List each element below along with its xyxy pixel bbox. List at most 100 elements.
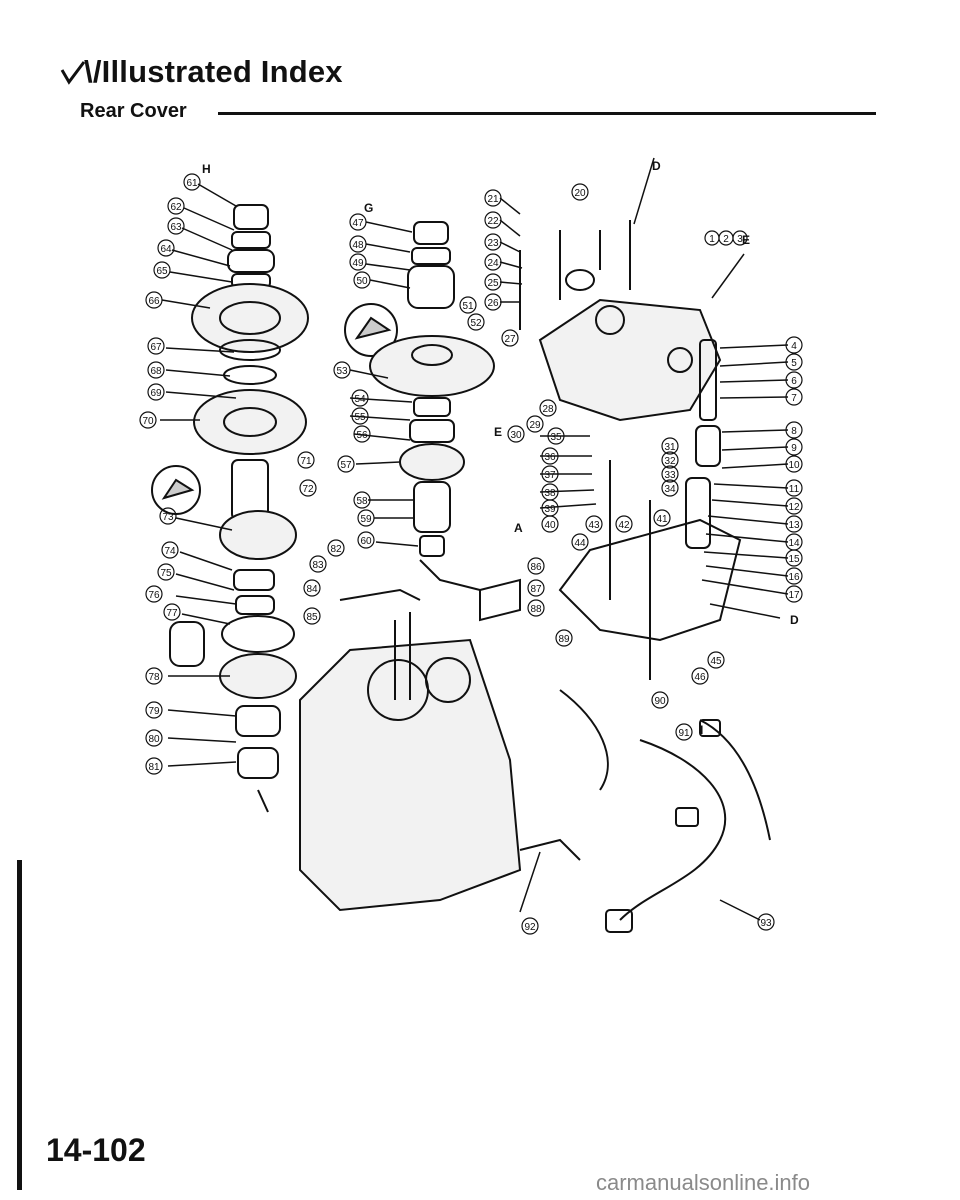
callout-75: 75 [157, 563, 175, 581]
svg-text:81: 81 [148, 762, 160, 773]
callout-49: 49 [349, 253, 367, 271]
callout-67: 67 [147, 337, 165, 355]
callout-9: 9 [785, 438, 803, 456]
svg-text:49: 49 [352, 258, 364, 269]
callout-58: 58 [353, 491, 371, 509]
view-letter-d-top: D [652, 159, 661, 173]
callout-85: 85 [303, 607, 321, 625]
callout-1: 1 [704, 230, 720, 246]
svg-text:21: 21 [487, 194, 499, 205]
callout-63: 63 [167, 217, 185, 235]
svg-text:80: 80 [148, 734, 160, 745]
callout-5: 5 [785, 353, 803, 371]
callout-77: 77 [163, 603, 181, 621]
callout-32: 32 [661, 451, 679, 469]
callout-29: 29 [526, 415, 544, 433]
svg-text:31: 31 [664, 442, 676, 453]
view-letter-a: A [514, 521, 523, 535]
left-parts-stack [191, 204, 309, 813]
callout-42: 42 [615, 515, 633, 533]
callout-10: 10 [785, 455, 803, 473]
diagram-drawing [151, 157, 789, 933]
svg-text:48: 48 [352, 240, 364, 251]
svg-text:15: 15 [788, 554, 800, 565]
callout-44: 44 [571, 533, 589, 551]
callout-64: 64 [157, 239, 175, 257]
callout-87: 87 [527, 579, 545, 597]
callout-82: 82 [327, 539, 345, 557]
callout-33: 33 [661, 465, 679, 483]
svg-text:50: 50 [356, 276, 368, 287]
callout-76: 76 [145, 585, 163, 603]
callout-70: 70 [139, 411, 157, 429]
svg-text:68: 68 [150, 366, 162, 377]
svg-text:39: 39 [544, 504, 556, 515]
margin-bar [17, 860, 22, 1190]
inset-symbols [151, 303, 398, 667]
callout-54: 54 [351, 389, 369, 407]
svg-text:43: 43 [588, 520, 600, 531]
callout-89: 89 [555, 629, 573, 647]
svg-text:70: 70 [142, 416, 154, 427]
callout-26: 26 [484, 293, 502, 311]
callout-52: 52 [467, 313, 485, 331]
view-letter-d-bottom: D [790, 613, 799, 627]
svg-text:28: 28 [542, 404, 554, 415]
callout-83: 83 [309, 555, 327, 573]
svg-text:26: 26 [487, 298, 499, 309]
svg-text:24: 24 [487, 258, 499, 269]
callout-74: 74 [161, 541, 179, 559]
watermark: carmanualsonline.info [596, 1170, 811, 1195]
callout-79: 79 [145, 701, 163, 719]
svg-text:29: 29 [529, 420, 541, 431]
callout-81: 81 [145, 757, 163, 775]
svg-text:32: 32 [664, 456, 676, 467]
wiring-harness [479, 578, 771, 933]
callout-27: 27 [501, 329, 519, 347]
svg-text:79: 79 [148, 706, 160, 717]
leader-lines [160, 157, 789, 921]
view-letter-e-mid: E [494, 425, 502, 439]
svg-text:11: 11 [789, 484, 800, 495]
svg-text:16: 16 [788, 572, 800, 583]
svg-text:1: 1 [709, 234, 715, 245]
svg-text:59: 59 [360, 514, 372, 525]
svg-text:62: 62 [170, 202, 182, 213]
callout-37: 37 [541, 465, 559, 483]
svg-text:42: 42 [618, 520, 630, 531]
svg-text:87: 87 [530, 584, 542, 595]
svg-text:41: 41 [656, 514, 668, 525]
callout-22: 22 [484, 211, 502, 229]
svg-text:72: 72 [302, 484, 314, 495]
callout-62: 62 [167, 197, 185, 215]
middle-parts-stack [369, 221, 495, 557]
callout-48: 48 [349, 235, 367, 253]
svg-text:37: 37 [544, 470, 556, 481]
callout-61: 61 [183, 173, 201, 191]
view-letters: H G D E E A D I [202, 159, 799, 737]
svg-text:56: 56 [356, 430, 368, 441]
callout-3: 3 [732, 230, 748, 246]
callout-57: 57 [337, 455, 355, 473]
callout-17: 17 [785, 585, 803, 603]
view-letter-h: H [202, 162, 211, 176]
callout-73: 73 [159, 507, 177, 525]
svg-text:75: 75 [160, 568, 172, 579]
svg-text:44: 44 [574, 538, 586, 549]
callout-40: 40 [541, 515, 559, 533]
transmission-case [299, 559, 522, 912]
svg-text:90: 90 [654, 696, 666, 707]
callout-21: 21 [484, 189, 502, 207]
svg-text:74: 74 [164, 546, 176, 557]
section-subtitle: Rear Cover [80, 100, 187, 122]
callout-68: 68 [147, 361, 165, 379]
svg-text:55: 55 [354, 412, 366, 423]
svg-text:13: 13 [788, 520, 800, 531]
svg-text:61: 61 [186, 178, 198, 189]
callout-20: 20 [571, 183, 589, 201]
callout-34: 34 [661, 479, 679, 497]
svg-text:93: 93 [760, 918, 772, 929]
page-title: \/Illustrated Index [84, 54, 343, 89]
svg-text:4: 4 [791, 341, 797, 352]
callout-39: 39 [541, 499, 559, 517]
